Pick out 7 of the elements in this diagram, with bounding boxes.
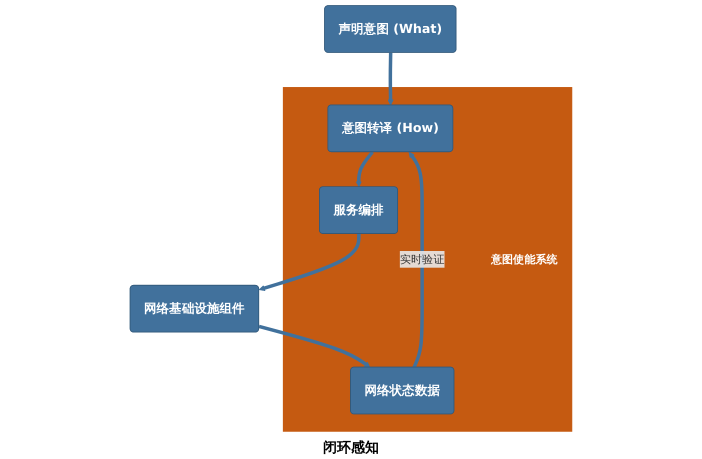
note-text: 闭环感知 <box>323 440 379 456</box>
arrow <box>388 52 394 106</box>
arrow <box>258 324 370 368</box>
arrow <box>408 152 424 368</box>
edge-label: 实时验证 <box>400 252 445 266</box>
arrow <box>258 234 361 292</box>
arrow <box>356 150 374 188</box>
